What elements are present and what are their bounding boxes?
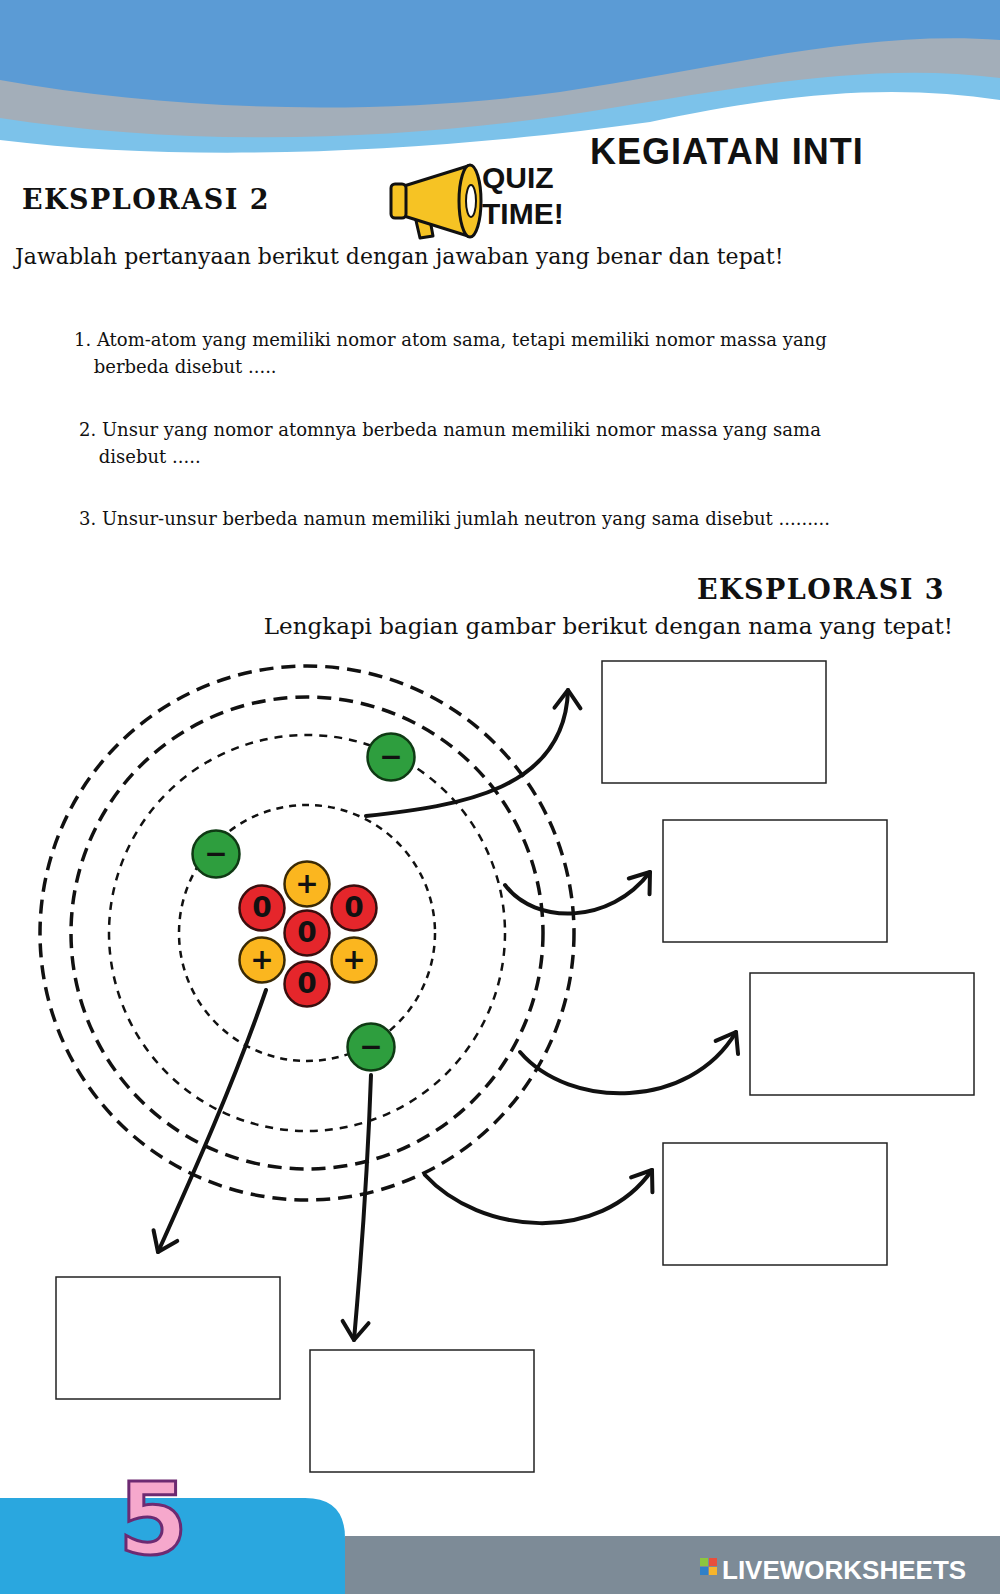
leader-arrow <box>425 1170 652 1223</box>
footer-bar <box>345 1536 1000 1594</box>
particle-circle <box>332 938 377 983</box>
logo-square <box>700 1558 708 1566</box>
particle-sign: + <box>342 946 365 974</box>
neutron-particle: 0 <box>330 884 378 932</box>
orbit-shell <box>71 697 543 1169</box>
header-wave-light <box>0 0 1000 153</box>
megaphone-back <box>391 184 406 218</box>
section-heading: EKSPLORASI 3 <box>560 574 945 606</box>
particle-circle <box>348 1024 395 1071</box>
leader-arrow <box>354 1075 371 1340</box>
megaphone-inner <box>466 185 476 217</box>
particle-circle <box>285 911 330 956</box>
orbit-shell <box>40 666 574 1200</box>
particle-sign: + <box>250 946 273 974</box>
proton-particle: + <box>330 936 378 984</box>
question-item: 2. Unsur yang nomor atomnya berbeda namu… <box>79 416 874 470</box>
particle-circle <box>240 886 285 931</box>
particle-circle <box>285 862 330 907</box>
answer-boxes <box>56 661 974 1472</box>
leader-arrows <box>158 690 736 1340</box>
particle-sign: 0 <box>297 919 316 947</box>
neutron-particle: 0 <box>283 960 331 1008</box>
atom-orbits <box>40 666 574 1200</box>
particle-sign: + <box>295 870 318 898</box>
answer-box <box>663 820 887 942</box>
particle-circle <box>368 734 415 781</box>
quiz-badge-text: QUIZ TIME! <box>482 160 587 232</box>
leader-arrow <box>520 1032 736 1093</box>
page-number: 5 <box>103 1470 203 1570</box>
leader-arrow <box>505 872 650 914</box>
particle-circle <box>240 938 285 983</box>
particle-circle <box>332 886 377 931</box>
particle-sign: 0 <box>297 970 316 998</box>
particle-sign: − <box>379 743 402 771</box>
header-wave-grey <box>0 0 1000 137</box>
instruction-text: Lengkapi bagian gambar berikut dengan na… <box>120 612 953 642</box>
electron-particle: − <box>191 829 241 879</box>
question-item: 3. Unsur-unsur berbeda namun memiliki ju… <box>79 505 994 532</box>
leader-arrow <box>158 990 266 1252</box>
particle-sign: 0 <box>344 894 363 922</box>
header-wave-blue <box>0 0 1000 107</box>
answer-box <box>310 1350 534 1472</box>
proton-particle: + <box>283 860 331 908</box>
answer-box <box>663 1143 887 1265</box>
leader-arrow <box>366 690 568 816</box>
megaphone-mouth <box>459 165 481 237</box>
page-title: KEGIATAN INTI <box>590 130 864 173</box>
logo-square <box>709 1558 717 1566</box>
orbit-shell <box>179 805 435 1061</box>
particle-circle <box>285 962 330 1007</box>
answer-box <box>602 661 826 783</box>
section-heading: EKSPLORASI 2 <box>22 184 362 216</box>
answer-box <box>56 1277 280 1399</box>
electron-particle: − <box>366 732 416 782</box>
watermark-text: LIVEWORKSHEETS <box>722 1557 994 1583</box>
instruction-text: Jawablah pertanyaan berikut dengan jawab… <box>15 243 995 272</box>
particle-sign: − <box>204 840 227 868</box>
logo-mark <box>700 1558 717 1575</box>
particle-sign: − <box>359 1033 382 1061</box>
orbit-shell <box>109 735 505 1131</box>
answer-box <box>750 973 974 1095</box>
megaphone-icon <box>391 165 481 238</box>
particle-circle <box>193 831 240 878</box>
neutron-particle: 0 <box>283 909 331 957</box>
neutron-particle: 0 <box>238 884 286 932</box>
logo-square <box>700 1567 708 1575</box>
proton-particle: + <box>238 936 286 984</box>
question-item: 1. Atom-atom yang memiliki nomor atom sa… <box>74 326 884 380</box>
logo-square <box>709 1567 717 1575</box>
particle-sign: 0 <box>252 894 271 922</box>
electron-particle: − <box>346 1022 396 1072</box>
